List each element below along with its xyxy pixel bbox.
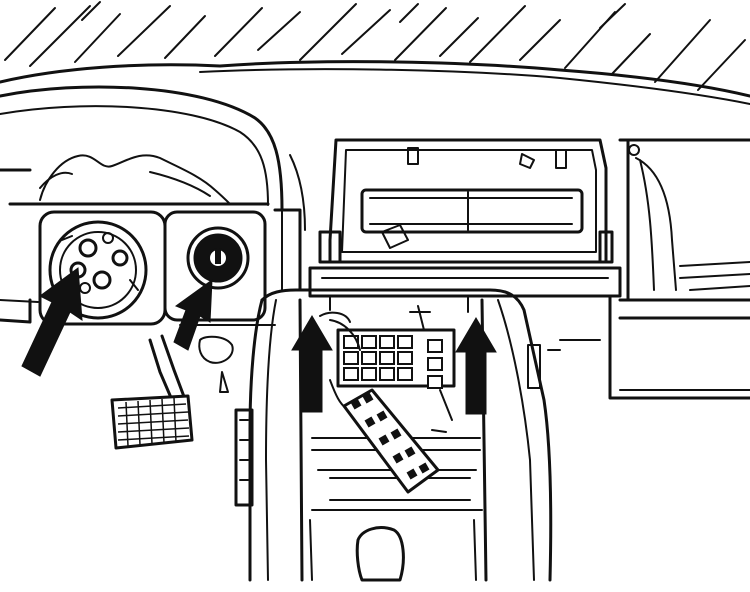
arrow-icon	[21, 267, 83, 377]
arrow-icon	[455, 317, 497, 415]
glove-box	[608, 138, 750, 400]
windshield-hatching	[4, 1, 746, 91]
ignition-switch	[163, 210, 267, 393]
console-top-detail	[329, 295, 601, 351]
dash-lower-left	[0, 208, 302, 324]
dash-lower-edge	[0, 154, 306, 326]
arrow-icon	[291, 315, 333, 413]
center-stack	[308, 138, 622, 298]
dashboard-top-inner	[199, 68, 750, 105]
switch-module	[319, 305, 456, 494]
dashboard-top-edge	[0, 60, 750, 98]
arrow-icon	[173, 278, 213, 351]
instrument-cluster	[0, 85, 284, 212]
brake-pedal	[110, 334, 194, 450]
